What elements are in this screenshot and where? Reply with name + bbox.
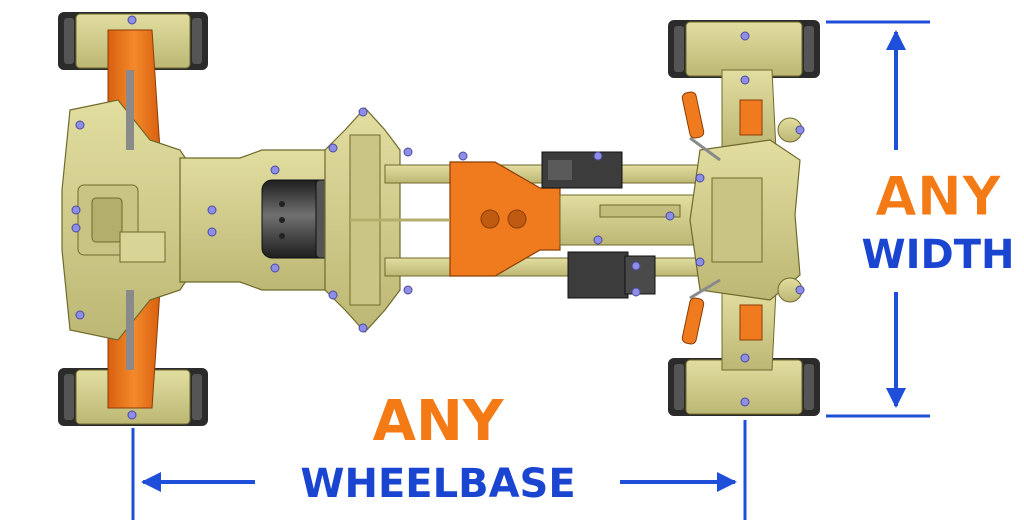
front-shock xyxy=(681,297,705,345)
width-label-width: WIDTH xyxy=(862,232,1015,278)
orange-center-plate xyxy=(449,161,561,277)
screw-heads xyxy=(71,15,805,420)
wheelbase-label-wheelbase: WHEELBASE xyxy=(300,461,575,507)
width-dimension: ANY WIDTH xyxy=(826,20,1015,418)
wheelbase-dimension: ANY WHEELBASE xyxy=(131,389,747,520)
main-chassis xyxy=(179,107,701,333)
rear-axle-assembly xyxy=(58,12,208,426)
front-left-wheel xyxy=(668,20,820,78)
width-label-any: ANY xyxy=(875,165,1002,228)
front-right-wheel xyxy=(668,358,820,416)
receiver-box xyxy=(567,251,629,299)
front-axle-assembly xyxy=(668,20,820,416)
front-shock xyxy=(681,91,705,139)
wheelbase-label-any: ANY xyxy=(373,389,505,454)
